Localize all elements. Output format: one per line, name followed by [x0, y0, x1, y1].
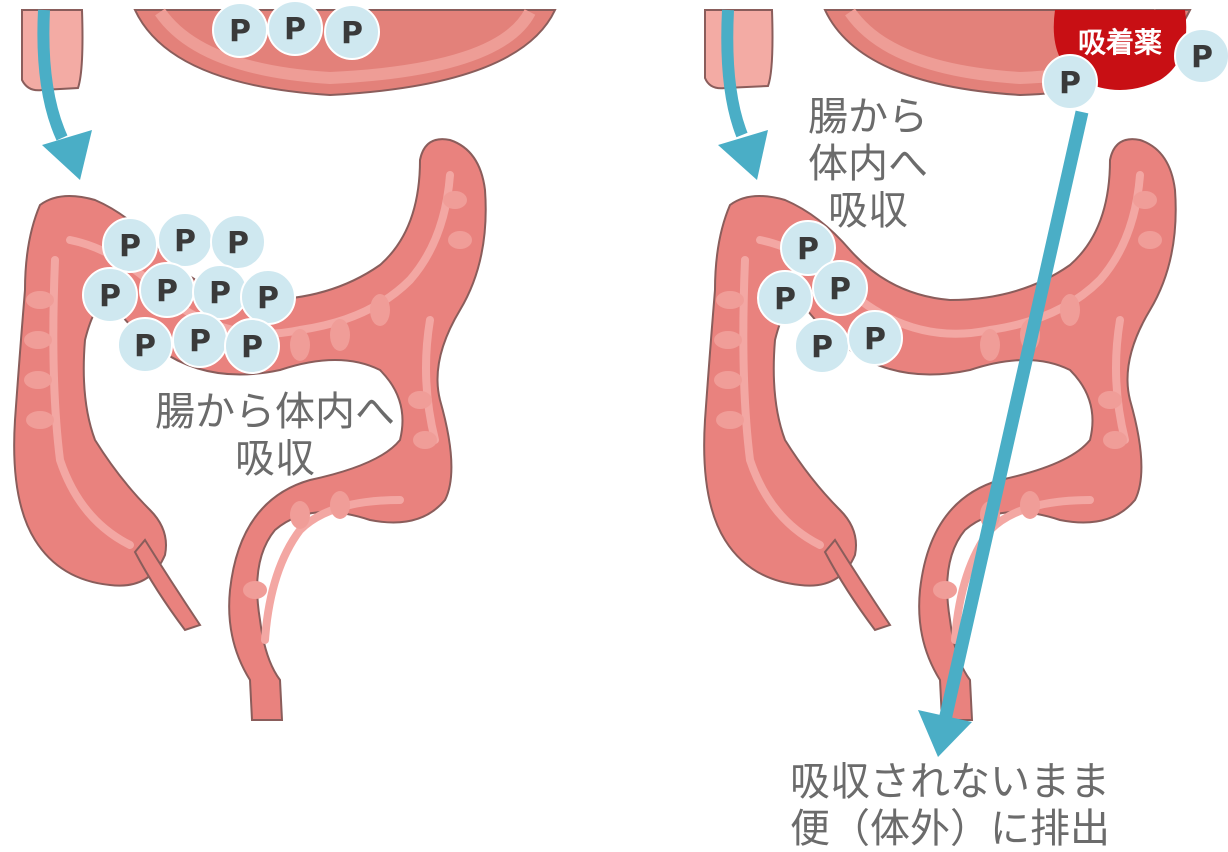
- left-phosphate-label-2: P: [284, 12, 306, 47]
- left-phosphate-label-4: P: [119, 229, 141, 264]
- left-phosphate-label-5: P: [174, 224, 196, 259]
- left-absorb-label-line1: 腸から体内へ: [155, 389, 395, 435]
- excrete-label-line1: 吸収されないまま: [790, 759, 1110, 805]
- right-phosphate-label-5: P: [829, 272, 851, 307]
- left-phosphate-label-8: P: [156, 274, 178, 309]
- left-phosphate-label-7: P: [99, 279, 121, 314]
- binder-label: 吸着薬: [1078, 26, 1162, 59]
- excrete-label-line2: 便（体外）に排出: [790, 806, 1110, 852]
- right-absorb-label-line2: 体内へ: [808, 141, 928, 187]
- right-absorb-label-line3: 吸収: [828, 188, 908, 234]
- right-phosphate-label-1: P: [1059, 66, 1081, 101]
- left-phosphate-label-12: P: [189, 324, 211, 359]
- right-colon: [704, 139, 1176, 720]
- right-phosphate-label-3: P: [797, 232, 819, 267]
- left-esophagus: [22, 10, 83, 90]
- left-phosphate-label-6: P: [227, 226, 249, 261]
- left-absorb-label-line2: 吸収: [235, 436, 315, 482]
- left-phosphate-label-1: P: [229, 14, 251, 49]
- right-phosphate-label-2: P: [1191, 40, 1213, 75]
- right-esophagus: [705, 10, 773, 88]
- right-phosphate-label-7: P: [864, 322, 886, 357]
- left-phosphate-label-11: P: [134, 329, 156, 364]
- right-absorb-label-line1: 腸から: [808, 94, 928, 140]
- right-phosphate-label-6: P: [811, 330, 833, 365]
- left-phosphate-label-13: P: [241, 330, 263, 365]
- left-phosphate-label-3: P: [341, 16, 363, 51]
- left-phosphate-label-10: P: [257, 281, 279, 316]
- right-phosphate-label-4: P: [774, 282, 796, 317]
- left-phosphate-label-9: P: [209, 276, 231, 311]
